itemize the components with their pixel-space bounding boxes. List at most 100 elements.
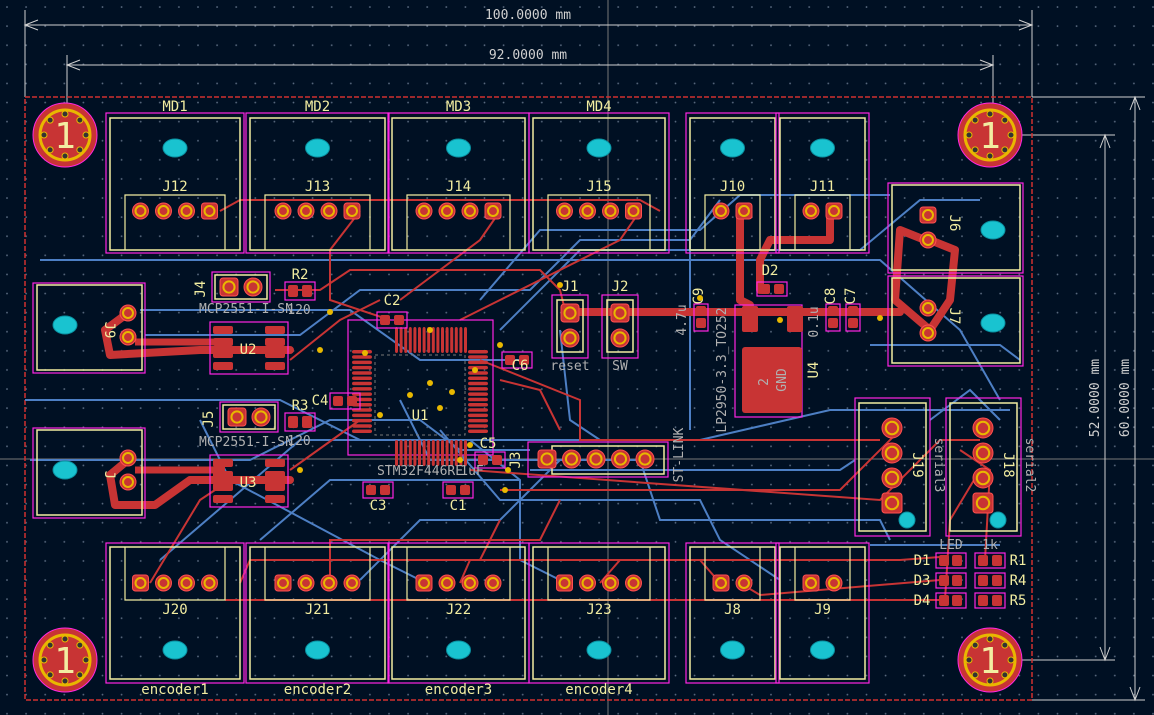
smd-pad[interactable]	[454, 440, 458, 466]
smd-pad[interactable]	[265, 326, 285, 334]
smd-pad[interactable]	[436, 327, 440, 353]
smd-pad[interactable]	[468, 403, 488, 407]
smd-pad[interactable]	[352, 376, 372, 381]
smd-pad[interactable]	[213, 338, 233, 346]
smd-pad[interactable]	[468, 413, 488, 418]
smd-pad[interactable]	[352, 418, 372, 423]
smd-pad[interactable]	[399, 440, 403, 466]
smd-pad[interactable]	[265, 483, 285, 491]
smd-pad[interactable]	[454, 327, 458, 353]
smd-pad[interactable]	[422, 440, 426, 466]
smd-pad[interactable]	[468, 392, 488, 396]
smd-pad[interactable]	[828, 306, 838, 316]
smd-pad[interactable]	[992, 555, 1002, 566]
smd-pad[interactable]	[404, 327, 408, 353]
smd-pad[interactable]	[427, 327, 431, 353]
smd-pad[interactable]	[952, 575, 962, 586]
smd-pad[interactable]	[333, 396, 343, 406]
smd-pad[interactable]	[468, 350, 488, 354]
dimension-height-outer[interactable]	[1032, 95, 1145, 702]
smd-pad[interactable]	[468, 365, 488, 370]
smd-pad[interactable]	[450, 440, 454, 466]
smd-pad[interactable]	[468, 429, 488, 434]
smd-pad[interactable]	[366, 485, 376, 495]
smd-pad[interactable]	[939, 595, 949, 606]
smd-pad[interactable]	[774, 284, 784, 294]
smd-pad[interactable]	[436, 440, 440, 466]
smd-pad[interactable]	[978, 595, 988, 606]
smd-pad[interactable]	[848, 306, 858, 316]
smd-pad[interactable]	[352, 387, 372, 391]
smd-pad[interactable]	[352, 413, 372, 418]
smd-pad[interactable]	[352, 371, 372, 375]
smd-pad[interactable]	[696, 306, 706, 316]
smd-pad[interactable]	[302, 285, 312, 297]
smd-pad[interactable]	[459, 327, 463, 353]
smd-pad[interactable]	[992, 595, 1002, 606]
smd-pad[interactable]	[450, 327, 454, 353]
smd-pad[interactable]	[265, 459, 285, 467]
smd-pad[interactable]	[288, 416, 298, 428]
smd-pad[interactable]	[422, 327, 426, 353]
dimension-width-outer[interactable]	[23, 10, 1034, 97]
smd-pad[interactable]	[468, 418, 488, 423]
smd-pad[interactable]	[352, 355, 372, 359]
smd-pad[interactable]	[213, 495, 233, 503]
smd-pad[interactable]	[395, 440, 398, 466]
smd-pad[interactable]	[742, 306, 758, 332]
smd-pad[interactable]	[464, 440, 467, 466]
smd-pad[interactable]	[828, 318, 838, 328]
smd-pad[interactable]	[213, 362, 233, 370]
smd-pad[interactable]	[468, 387, 488, 391]
smd-pad[interactable]	[213, 483, 233, 491]
smd-pad[interactable]	[492, 455, 502, 465]
smd-pad[interactable]	[352, 381, 372, 386]
smd-pad[interactable]	[431, 440, 435, 466]
smd-pad[interactable]	[445, 440, 449, 466]
smd-pad[interactable]	[213, 471, 233, 479]
smd-pad[interactable]	[302, 416, 312, 428]
smd-pad[interactable]	[760, 284, 770, 294]
smd-pad[interactable]	[519, 355, 529, 365]
smd-pad[interactable]	[265, 362, 285, 370]
smd-pad[interactable]	[265, 471, 285, 479]
smd-pad[interactable]	[441, 327, 444, 353]
smd-pad[interactable]	[352, 350, 372, 354]
smd-pad[interactable]	[460, 485, 470, 495]
smd-pad[interactable]	[418, 327, 421, 353]
smd-pad[interactable]	[404, 440, 408, 466]
smd-pad[interactable]	[265, 495, 285, 503]
smd-pad[interactable]	[468, 376, 488, 381]
smd-pad[interactable]	[787, 306, 803, 332]
smd-pad[interactable]	[468, 408, 488, 412]
smd-pad[interactable]	[431, 327, 435, 353]
smd-pad[interactable]	[408, 440, 412, 466]
smd-pad[interactable]	[352, 360, 372, 365]
smd-pad[interactable]	[418, 440, 421, 466]
smd-pad[interactable]	[395, 327, 398, 353]
smd-pad[interactable]	[848, 318, 858, 328]
smd-pad[interactable]	[952, 595, 962, 606]
smd-pad[interactable]	[978, 575, 988, 586]
smd-pad[interactable]	[380, 485, 390, 495]
smd-pad[interactable]	[265, 338, 285, 346]
smd-pad[interactable]	[352, 424, 372, 428]
smd-pad[interactable]	[468, 355, 488, 359]
smd-pad[interactable]	[265, 350, 285, 358]
smd-pad[interactable]	[413, 440, 417, 466]
smd-pad[interactable]	[441, 440, 444, 466]
regulator-tab-pad[interactable]	[742, 347, 802, 413]
smd-pad[interactable]	[978, 555, 988, 566]
smd-pad[interactable]	[505, 355, 515, 365]
smd-pad[interactable]	[445, 327, 449, 353]
smd-pad[interactable]	[952, 555, 962, 566]
smd-pad[interactable]	[468, 371, 488, 375]
smd-pad[interactable]	[213, 326, 233, 334]
smd-pad[interactable]	[464, 327, 467, 353]
smd-pad[interactable]	[413, 327, 417, 353]
smd-pad[interactable]	[446, 485, 456, 495]
smd-pad[interactable]	[352, 429, 372, 434]
smd-pad[interactable]	[992, 575, 1002, 586]
smd-pad[interactable]	[478, 455, 488, 465]
smd-pad[interactable]	[408, 327, 412, 353]
